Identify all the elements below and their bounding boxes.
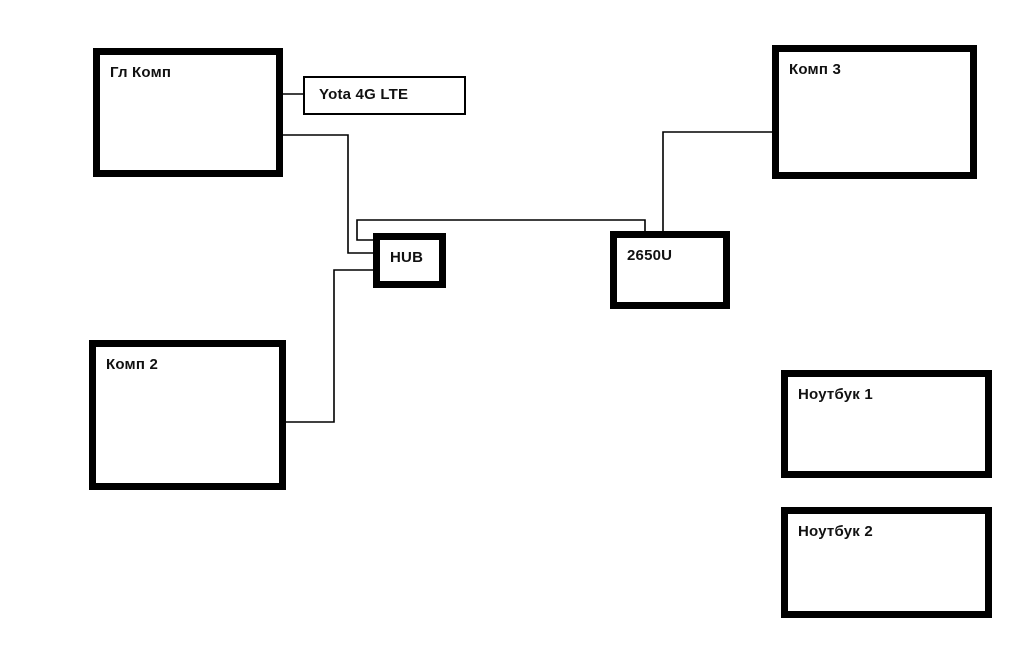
- connection-komp-3-to-2650u: [662, 131, 773, 234]
- node-router-2650u[interactable]: 2650U: [610, 231, 730, 309]
- node-noutbuk-1[interactable]: Ноутбук 1: [781, 370, 992, 478]
- node-label-hub: HUB: [390, 249, 424, 266]
- node-label-noutbuk-2: Ноутбук 2: [798, 523, 873, 540]
- connection-gl-komp-to-hub: [282, 134, 374, 254]
- node-komp-3[interactable]: Комп 3: [772, 45, 977, 179]
- connection-komp-2-to-hub: [285, 269, 374, 423]
- node-gl-komp[interactable]: Гл Комп: [93, 48, 283, 177]
- node-label-komp-2: Комп 2: [106, 356, 158, 373]
- node-label-noutbuk-1: Ноутбук 1: [798, 386, 873, 403]
- node-label-gl-komp: Гл Комп: [110, 64, 172, 81]
- node-komp-2[interactable]: Комп 2: [89, 340, 286, 490]
- node-label-yota-4g-lte: Yota 4G LTE: [319, 86, 409, 103]
- node-yota-4g-lte[interactable]: Yota 4G LTE: [303, 76, 466, 115]
- node-label-komp-3: Комп 3: [789, 61, 841, 78]
- node-hub[interactable]: HUB: [373, 233, 446, 288]
- node-noutbuk-2[interactable]: Ноутбук 2: [781, 507, 992, 618]
- node-label-router-2650u: 2650U: [627, 247, 673, 264]
